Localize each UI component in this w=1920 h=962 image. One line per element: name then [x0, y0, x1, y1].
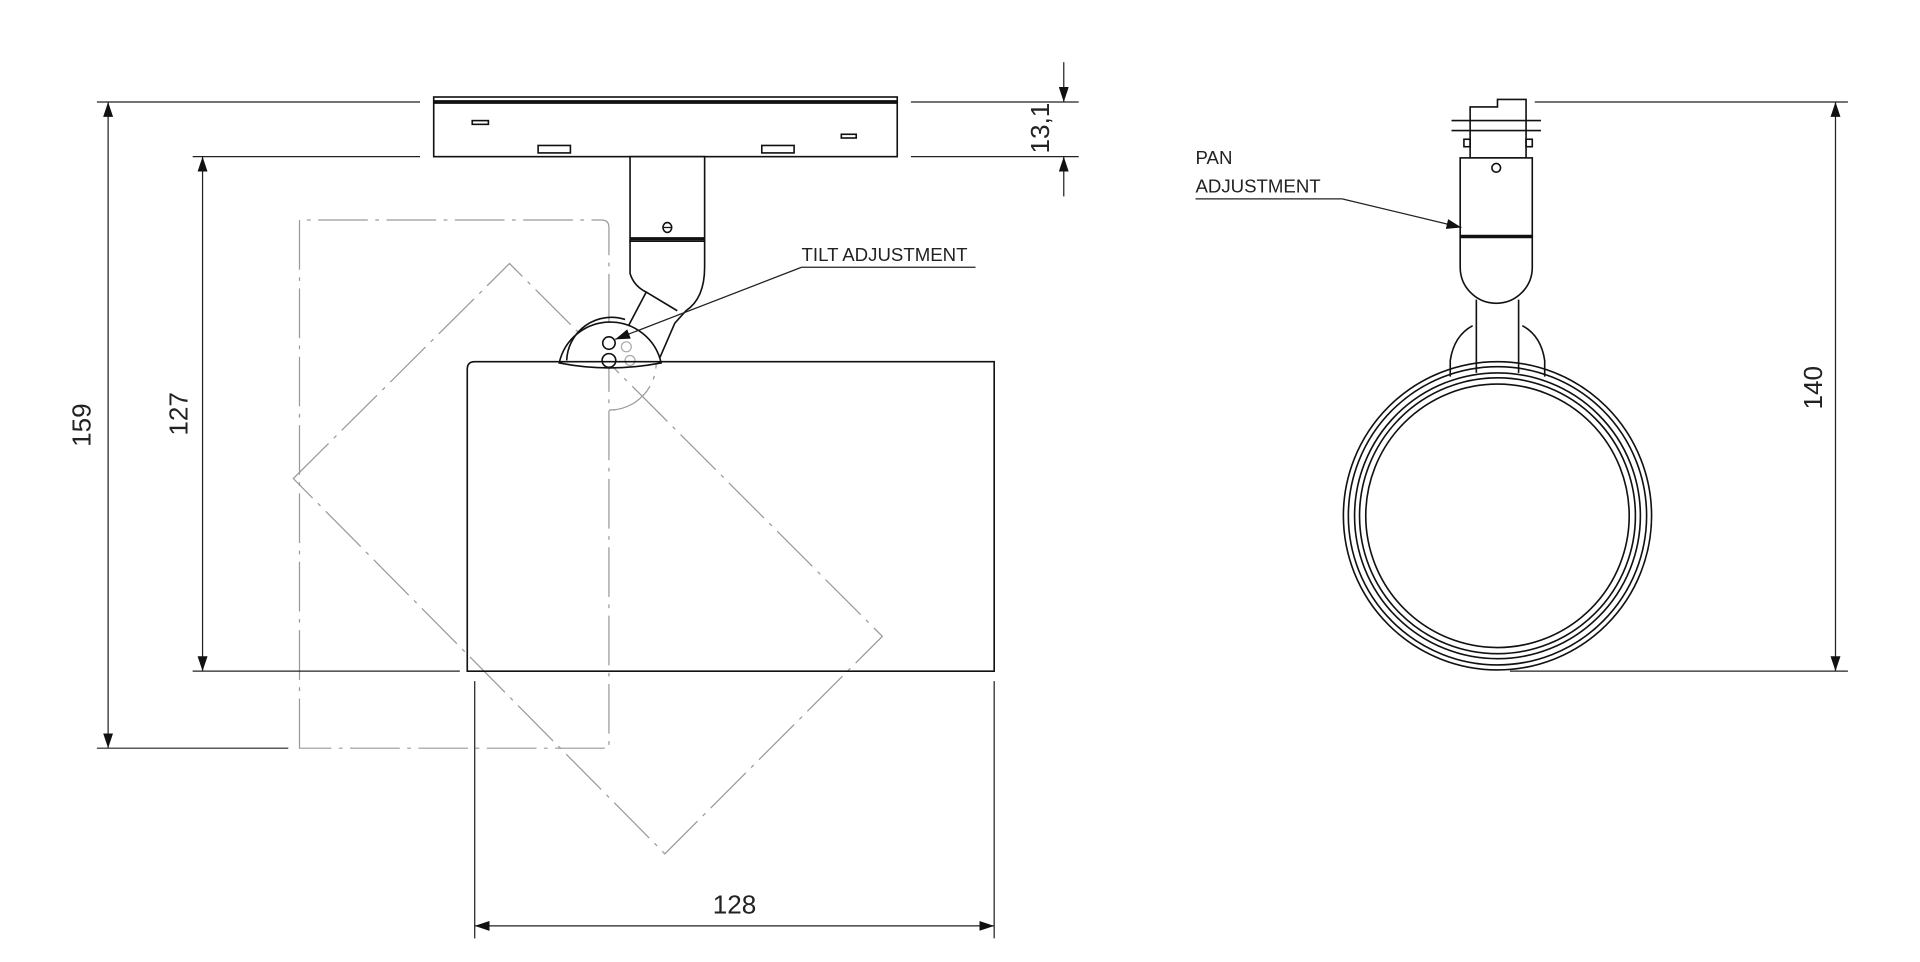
dimension-overall-height: 159: [67, 101, 421, 749]
ghost-tilted-position: [292, 262, 884, 855]
pan-adjustment-label-line1: PAN: [1195, 147, 1232, 168]
ghost-vertical-position: [298, 219, 610, 749]
svg-text:128: 128: [713, 889, 757, 919]
front-adapter: [1451, 98, 1541, 159]
svg-text:127: 127: [164, 392, 194, 436]
tilt-screw: [601, 336, 616, 351]
svg-text:159: 159: [67, 403, 97, 447]
ghost-hinge-arc: [608, 362, 657, 411]
front-view: PAN ADJUSTMENT 140: [1195, 98, 1848, 672]
svg-text:140: 140: [1798, 366, 1828, 410]
svg-text:13,1: 13,1: [1025, 103, 1055, 154]
pan-adjustment-label-line2: ADJUSTMENT: [1195, 176, 1320, 197]
dimension-front-height: 140: [1509, 101, 1848, 672]
side-view: TILT ADJUSTMENT 13,1 159 127: [67, 62, 1079, 939]
dimension-adapter-height: 13,1: [910, 62, 1079, 197]
dimension-body-length: 128: [474, 681, 995, 939]
dimension-body-height: 127: [164, 156, 460, 672]
pan-housing: [1459, 157, 1534, 237]
track-adapter: [432, 96, 899, 158]
tilt-adjustment-label: TILT ADJUSTMENT: [802, 244, 968, 265]
front-lens-rings: [1342, 360, 1653, 671]
hinge: [558, 316, 663, 369]
luminaire-body: [466, 360, 995, 672]
